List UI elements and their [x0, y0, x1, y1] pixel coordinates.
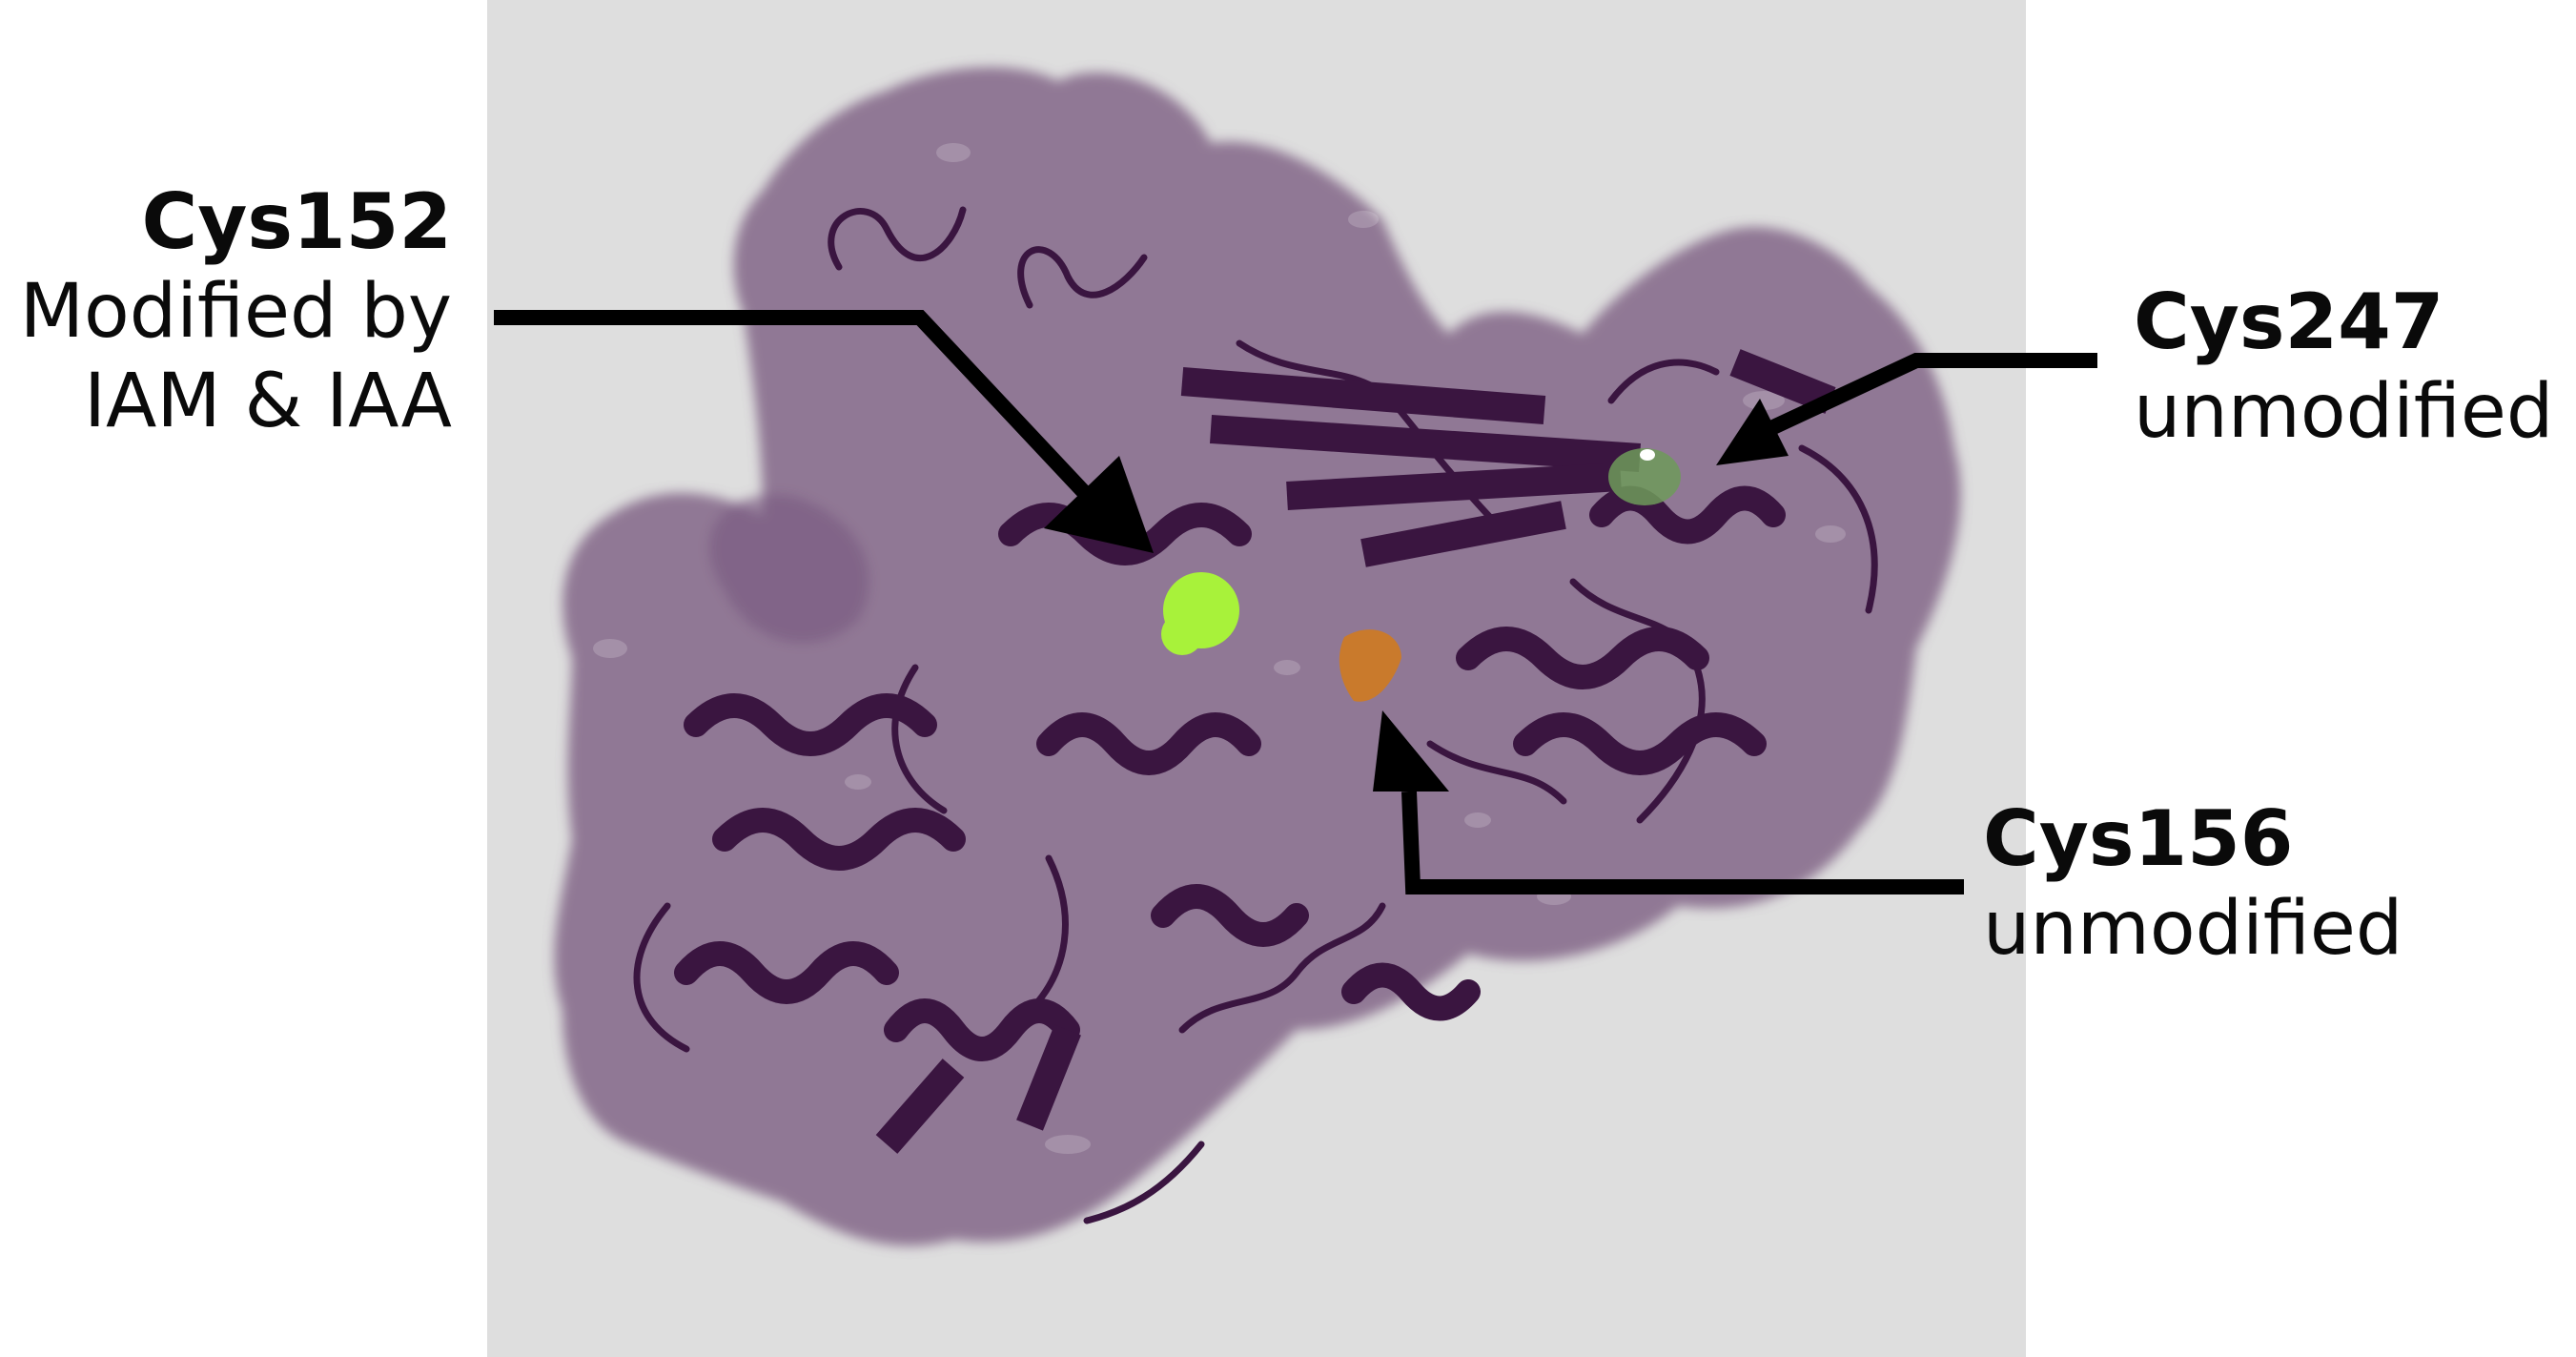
cys156-name: Cys156: [1983, 794, 2294, 883]
cys156-description: unmodified: [1983, 886, 2403, 972]
cys156-highlight: [1339, 629, 1401, 702]
protein-surface: [554, 67, 1961, 1246]
label-cys247: Cys247 unmodified: [2134, 277, 2553, 458]
label-cys152: Cys152 Modified by IAM & IAA: [20, 176, 452, 446]
cys152-description-line-1: Modified by: [19, 269, 452, 355]
protein-cartoon: [633, 206, 1878, 1224]
arrow-cys156: [1373, 710, 1964, 894]
cys247-highlight: [1608, 448, 1681, 505]
arrow-cys152: [494, 310, 1154, 553]
cys152-name: Cys152: [141, 177, 452, 266]
arrow-cys247: [1716, 353, 2097, 465]
cys247-name: Cys247: [2134, 278, 2444, 366]
cys152-description-line-2: IAM & IAA: [84, 358, 452, 444]
surface-highlights: [593, 143, 1846, 1154]
label-cys156: Cys156 unmodified: [1983, 793, 2402, 975]
cys247-description: unmodified: [2134, 369, 2554, 455]
cys152-highlight: [1161, 572, 1239, 655]
